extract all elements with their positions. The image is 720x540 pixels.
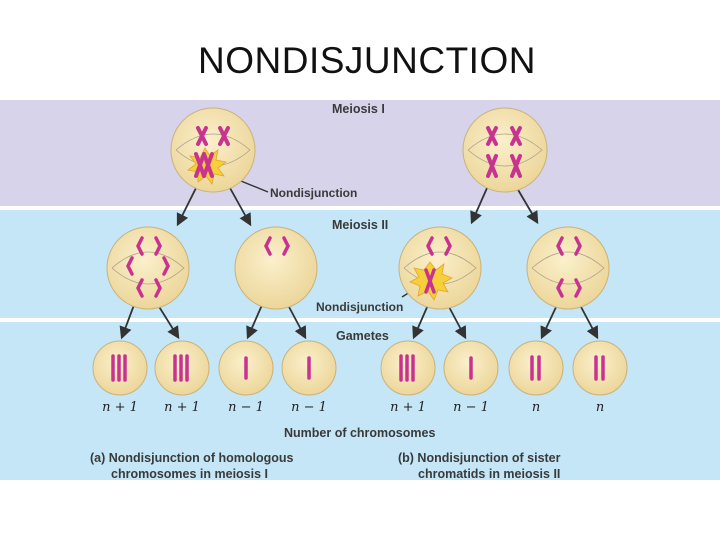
arrow	[229, 187, 252, 227]
gamete-count: n − 1	[228, 400, 264, 415]
arrows	[119, 169, 599, 340]
arrow	[516, 187, 539, 225]
chromosome	[173, 354, 189, 382]
gametes-label: Gametes	[336, 329, 389, 343]
gamete-count: n − 1	[291, 400, 327, 415]
number-of-chromosomes-label: Number of chromosomes	[284, 426, 435, 440]
gamete-cell	[443, 340, 499, 396]
arrow	[579, 304, 599, 340]
chromosome	[264, 236, 290, 256]
nondisjunction-label-1: Nondisjunction	[270, 186, 357, 200]
caption-b-line-1: (b) Nondisjunction of sister	[398, 451, 561, 465]
cell-meiosis-1-a	[170, 107, 256, 193]
arrow	[470, 187, 488, 225]
cell-meiosis-2-a2	[234, 226, 318, 310]
gamete-count: n + 1	[102, 400, 138, 415]
gamete-cell	[218, 340, 274, 396]
arrow	[540, 304, 558, 340]
cell-meiosis-2-b1	[398, 226, 482, 310]
cell-meiosis-2-b2	[526, 226, 610, 310]
arrow	[157, 304, 180, 340]
meiosis-2-label: Meiosis II	[332, 218, 388, 232]
gamete-count: n + 1	[390, 400, 426, 415]
chromosome	[424, 268, 436, 294]
chromosome	[556, 236, 582, 298]
caption-b-line-2: chromatids in meiosis II	[418, 467, 560, 481]
gamete-cell	[572, 340, 628, 396]
gamete-count: n	[532, 400, 540, 415]
chromosome	[594, 355, 605, 381]
arrow	[119, 304, 135, 340]
arrow	[246, 304, 263, 340]
gamete-cell	[281, 340, 337, 396]
arrow	[176, 187, 197, 227]
arrow	[412, 304, 429, 340]
chromosome	[426, 236, 452, 256]
gamete-cell	[380, 340, 436, 396]
cell-meiosis-2-a1	[106, 226, 190, 310]
slide-title: NONDISJUNCTION	[198, 40, 536, 81]
caption-a-line-1: (a) Nondisjunction of homologous	[90, 451, 293, 465]
band-meiosis-1	[0, 100, 720, 206]
gamete-cell	[92, 340, 148, 396]
arrow	[287, 304, 307, 340]
chromosome	[194, 126, 230, 178]
gamete-count: n	[596, 400, 604, 415]
caption-a-line-2: chromosomes in meiosis I	[111, 467, 268, 481]
cell-meiosis-1-b	[462, 107, 548, 193]
chromosome	[126, 236, 170, 298]
gamete-cell	[154, 340, 210, 396]
chromosome	[111, 354, 127, 382]
meiosis-1-label: Meiosis I	[332, 102, 385, 116]
chromosome	[530, 355, 541, 381]
nondisjunction-label-2: Nondisjunction	[316, 300, 403, 314]
gamete-count: n + 1	[164, 400, 200, 415]
gamete-cell	[508, 340, 564, 396]
chromosome	[399, 354, 415, 382]
arrow	[447, 304, 467, 340]
gamete-count: n − 1	[453, 400, 489, 415]
chromosome	[486, 126, 522, 178]
